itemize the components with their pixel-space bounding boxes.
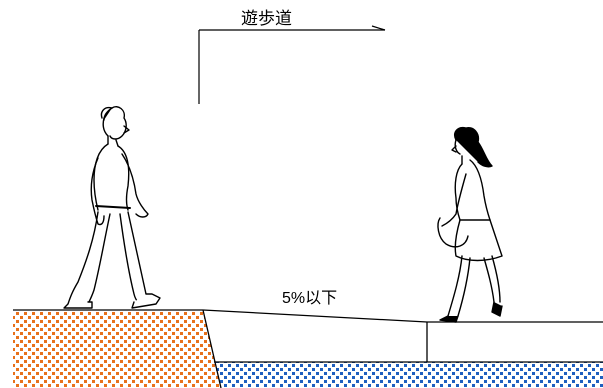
walking-man-figure	[63, 106, 161, 309]
slope-label: 5%以下	[282, 290, 337, 307]
ground-fill-orange	[13, 311, 221, 388]
walkway-dimension-bracket	[198, 25, 386, 104]
walkway-label: 遊歩道	[241, 9, 292, 28]
ground-fill-blue	[214, 362, 603, 388]
walking-woman-figure	[437, 126, 503, 323]
